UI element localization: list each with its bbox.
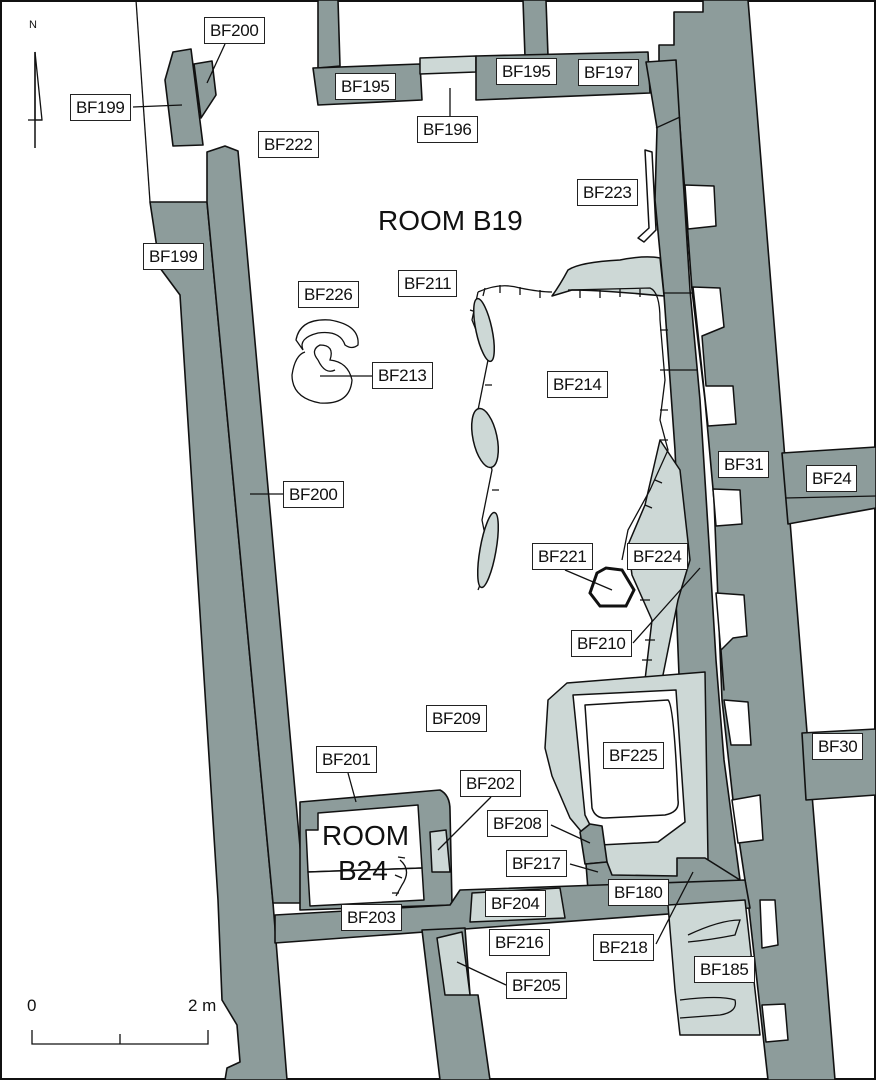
feature-label: BF211 (398, 270, 458, 297)
wall-niche (723, 699, 752, 746)
feature-label: BF221 (532, 543, 593, 570)
wall-niche (715, 592, 748, 691)
feature-label: BF201 (316, 746, 377, 773)
feature-label: BF213 (372, 362, 433, 389)
wall-joint (784, 495, 876, 499)
feature-label: BF195 (496, 58, 557, 85)
bf185-details (679, 919, 741, 1019)
feature-label: BF208 (487, 810, 548, 837)
feature-label: BF226 (298, 281, 359, 308)
wall-bf199-north (164, 48, 204, 147)
wall-joints (655, 116, 698, 371)
wall-niche (692, 286, 737, 427)
room-b19-label: ROOM B19 (378, 205, 523, 236)
deposit-bf211 (551, 256, 665, 297)
wall-niche (759, 899, 779, 949)
feature-label: BF214 (547, 371, 608, 398)
wall-south-a (421, 927, 491, 1080)
room-b24-label-line1: ROOM (322, 820, 410, 851)
room-b24-hachures (392, 856, 408, 897)
feature-label: BF24 (806, 465, 858, 492)
feature-label: BF199 (143, 243, 204, 270)
feature-bf226 (295, 319, 359, 351)
feature-label: BF210 (571, 630, 632, 657)
deposit-lens (470, 407, 500, 469)
north-label: N (29, 19, 37, 31)
feature-label: BF205 (506, 972, 567, 999)
feature-label: BF217 (506, 850, 567, 877)
scale-end-label: 2 m (188, 996, 217, 1015)
wall-niche (712, 488, 743, 527)
feature-label: BF180 (608, 879, 669, 906)
wall-niche (731, 794, 764, 844)
deposit-bf208 (579, 823, 608, 865)
north-arrow-icon (28, 51, 43, 148)
feature-label: BF195 (335, 73, 396, 100)
feature-label: BF209 (426, 705, 487, 732)
feature-label: BF225 (603, 742, 664, 769)
feature-label: BF218 (593, 934, 654, 961)
wall-niche (761, 1003, 789, 1043)
wall-top-b (522, 0, 549, 58)
feature-label: BF197 (578, 59, 639, 86)
wall-top-a (317, 0, 341, 69)
feature-label: BF222 (258, 131, 319, 158)
feature-label: BF200 (204, 17, 265, 44)
deposit-bf196 (419, 55, 477, 75)
deposit-bf202 (429, 829, 451, 873)
feature-label: BF199 (70, 94, 131, 121)
pit-hachures (469, 285, 668, 661)
room-b24-label-line2: B24 (338, 855, 388, 886)
feature-label: BF223 (577, 179, 638, 206)
feature-bf213 (291, 344, 353, 404)
feature-label: BF216 (489, 929, 550, 956)
trench-edge (135, 0, 151, 203)
scale-bar (31, 1030, 209, 1045)
feature-label: BF200 (283, 481, 344, 508)
feature-label: BF203 (341, 904, 402, 931)
scale-start-label: 0 (27, 996, 37, 1015)
feature-label: BF204 (485, 890, 546, 917)
feature-label: BF224 (627, 543, 688, 570)
deposit-bf205 (436, 931, 471, 996)
feature-label: BF202 (460, 770, 521, 797)
feature-label: BF31 (718, 451, 770, 478)
feature-label: BF196 (417, 116, 478, 143)
room-b24-lower (307, 867, 425, 907)
deposit-lens (476, 511, 500, 589)
deposit-lens (472, 297, 496, 363)
feature-bf221 (588, 566, 636, 608)
feature-bf223 (637, 149, 657, 243)
leader-lines (132, 43, 701, 986)
feature-label: BF185 (694, 956, 755, 983)
wall-niche (684, 184, 717, 230)
feature-label: BF30 (812, 733, 864, 760)
